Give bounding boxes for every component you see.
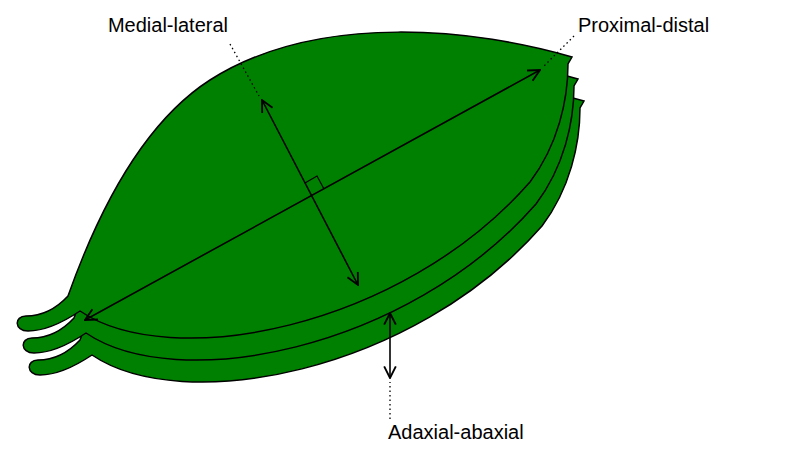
leaf-layer [17, 32, 572, 338]
leaf-stack [17, 32, 584, 382]
axis-arrow [262, 100, 358, 285]
axis-label: Proximal-distal [578, 14, 709, 37]
axis-label: Medial-lateral [108, 14, 228, 37]
axis-arrow [389, 313, 391, 378]
leader-line [230, 44, 259, 96]
axis-arrow [85, 70, 540, 320]
right-angle-mark [305, 176, 324, 189]
leader-line [389, 382, 390, 419]
leader-line [543, 36, 574, 67]
axis-label: Adaxial-abaxial [388, 421, 524, 444]
